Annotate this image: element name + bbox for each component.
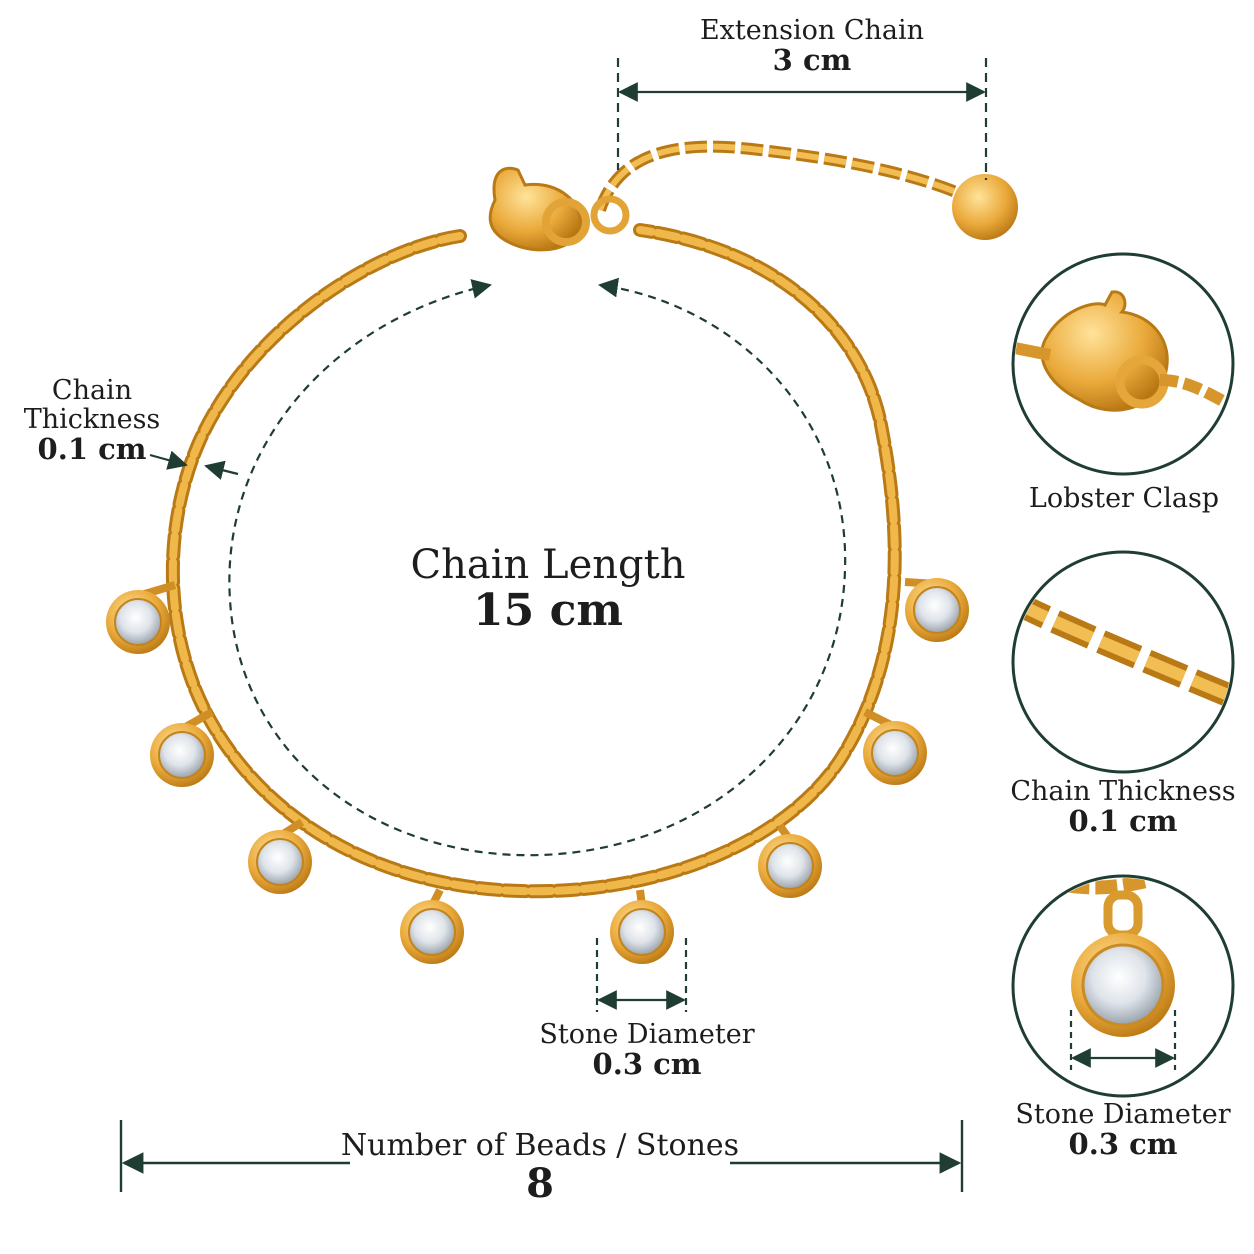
extension-chain-value: 3 cm [772, 43, 852, 78]
stone-1 [106, 581, 177, 654]
detail-chain [1011, 550, 1235, 774]
stone-diameter-title: Stone Diameter [539, 1019, 755, 1050]
chain-length-label: Chain Length 15 cm [410, 542, 686, 637]
detail-clasp [1011, 252, 1235, 476]
detail-chain-title: Chain Thickness [1010, 776, 1236, 807]
extension-chain-title: Extension Chain [699, 15, 925, 46]
chain-thickness-label: Chain Thickness 0.1 cm [24, 376, 161, 466]
stone-6 [758, 823, 822, 898]
main-chain [165, 223, 902, 899]
stone-2 [150, 708, 214, 787]
detail-chain-label: Chain Thickness 0.1 cm [1010, 777, 1235, 837]
beads-label: Number of Beads / Stones 8 [340, 1128, 740, 1208]
detail-stone-value: 0.3 cm [1068, 1127, 1178, 1162]
chain-thickness-title-2: Thickness [23, 404, 161, 436]
extension-dimension [616, 58, 988, 180]
beads-value: 8 [526, 1160, 554, 1208]
chain-length-value: 15 cm [473, 585, 623, 637]
stone-3 [248, 818, 312, 894]
stone-dimension [595, 938, 688, 1012]
tag-disc [952, 174, 1018, 240]
beads-title: Number of Beads / Stones [340, 1128, 740, 1163]
detail-stone-title: Stone Diameter [1015, 1099, 1231, 1130]
stone-8 [904, 578, 969, 642]
chain-thickness-value: 0.1 cm [37, 432, 147, 467]
lobster-clasp [488, 166, 630, 252]
chain-length-title: Chain Length [410, 542, 686, 588]
stone-diameter-value: 0.3 cm [592, 1047, 702, 1082]
detail-stone [1011, 874, 1235, 1098]
detail-chain-value: 0.1 cm [1068, 804, 1178, 839]
stone-4 [400, 888, 464, 964]
stones-group [106, 578, 969, 964]
detail-stone-label: Stone Diameter 0.3 cm [1015, 1100, 1230, 1160]
stone-diameter-label: Stone Diameter 0.3 cm [539, 1020, 754, 1080]
detail-clasp-title: Lobster Clasp [1028, 483, 1220, 514]
beads-dimension [119, 1120, 964, 1192]
stone-7 [863, 708, 927, 785]
extension-chain [594, 140, 1018, 240]
chain-thickness-title-1: Chain [51, 375, 133, 406]
extension-chain-label: Extension Chain 3 cm [700, 16, 924, 76]
thickness-arrows [149, 450, 239, 480]
stone-5 [610, 889, 674, 964]
detail-clasp-label: Lobster Clasp [1029, 484, 1219, 513]
